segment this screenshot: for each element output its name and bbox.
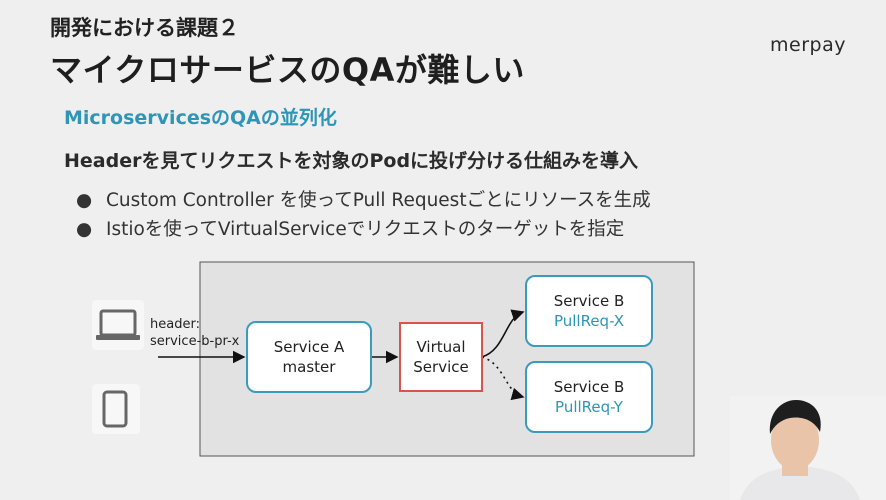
slide-title: マイクロサービスのQAが難しい [50, 51, 525, 89]
virtual-service-line2: Service [413, 358, 469, 376]
service-b-x-branch: PullReq-X [553, 312, 625, 330]
bullet-item: ● Custom Controller を使ってPull Requestごとにリソ… [76, 186, 651, 215]
service-b-y-box: Service B PullReq-Y [525, 361, 653, 433]
service-a-title: Service A [273, 338, 345, 356]
service-b-y-title: Service B [553, 378, 625, 396]
header-label-line1: header: [150, 317, 200, 332]
bullet-text: Custom Controller を使ってPull Requestごとにリソー… [106, 190, 651, 211]
bullet-dot-icon: ● [76, 190, 93, 211]
slide-subtitle: 開発における課題２ [50, 16, 239, 40]
service-b-x-box: Service B PullReq-X [525, 275, 653, 347]
header-label-line2: service-b-pr-x [150, 334, 240, 349]
virtual-service-box: Virtual Service [399, 322, 483, 392]
bullet-item: ● Istioを使ってVirtualServiceでリクエストのターゲットを指定 [76, 215, 651, 244]
service-a-branch: master [282, 358, 336, 376]
service-b-x-title: Service B [553, 292, 625, 310]
bullet-list: ● Custom Controller を使ってPull Requestごとにリソ… [76, 186, 651, 244]
section-heading: MicroservicesのQAの並列化 [64, 107, 337, 129]
lead-text: Headerを見てリクエストを対象のPodに投げ分ける仕組みを導入 [64, 150, 639, 172]
arrow-virtual-to-b-y [481, 356, 525, 401]
merpay-logo: merpay [770, 34, 846, 56]
phone-icon [92, 384, 140, 434]
laptop-icon [92, 300, 144, 350]
arrow-virtual-to-b-x [481, 309, 525, 358]
header-label: header: service-b-pr-x [150, 316, 239, 350]
service-b-y-branch: PullReq-Y [555, 398, 623, 416]
bullet-text: Istioを使ってVirtualServiceでリクエストのターゲットを指定 [106, 219, 625, 240]
presenter-video [730, 396, 886, 500]
service-a-box: Service A master [246, 321, 372, 393]
virtual-service-line1: Virtual [416, 338, 466, 356]
bullet-dot-icon: ● [76, 219, 93, 240]
